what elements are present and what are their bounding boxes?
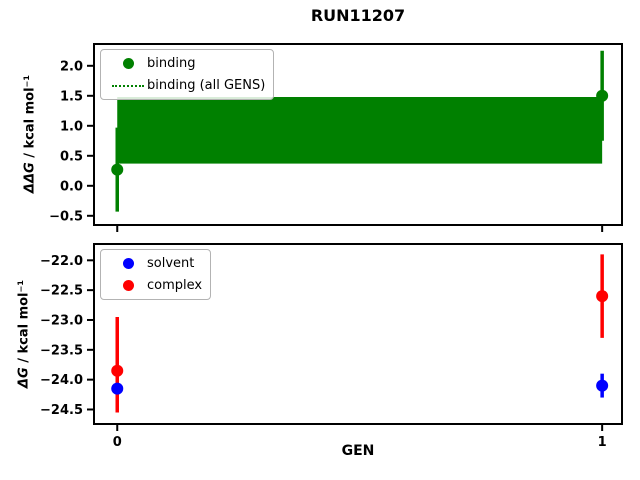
ytick-label: −22.0 <box>40 254 83 269</box>
xtick-label: 0 <box>113 435 122 450</box>
legend-label: solvent <box>147 256 195 271</box>
legend-label: binding <box>147 56 196 71</box>
dotted-line-icon <box>112 84 144 87</box>
all-gens-band <box>117 97 603 164</box>
binding-plot-legend: binding binding (all GENS) <box>100 49 275 100</box>
circle-marker-icon <box>122 258 134 269</box>
ytick-label: 0.5 <box>60 149 83 164</box>
ytick-label: −23.5 <box>40 343 83 358</box>
legend-label: complex <box>147 278 203 293</box>
legend-marker-col <box>109 58 147 69</box>
binding-point <box>111 163 124 176</box>
ytick-label: 1.0 <box>60 119 83 134</box>
legend-item-solvent: solvent <box>109 256 202 271</box>
ytick-label: 2.0 <box>60 59 83 74</box>
dg-plot-legend: solvent complex <box>100 249 212 300</box>
ytick-label: −24.5 <box>40 403 83 418</box>
legend-marker-col <box>109 280 147 291</box>
legend-marker-col <box>109 84 147 87</box>
ytick-label: 1.5 <box>60 89 83 104</box>
gen-axis-label: GEN <box>341 443 375 459</box>
dg-plot: −24.5 −24.0 −23.5 −23.0 −22.5 −22.0 0 1 <box>40 243 623 450</box>
ddg-axis-label: ΔΔG / kcal mol⁻¹ <box>23 75 38 193</box>
ytick-label: −22.5 <box>40 284 83 299</box>
dg-axis-label-math: ΔG <box>16 367 32 389</box>
ytick-label: −0.5 <box>49 209 83 224</box>
binding-point <box>596 89 609 102</box>
complex-point <box>596 290 609 303</box>
dg-axis-label-units: / kcal mol⁻¹ <box>16 279 32 368</box>
ytick-label: 0.0 <box>60 179 83 194</box>
circle-marker-icon <box>122 280 134 291</box>
ytick-label: −24.0 <box>40 373 83 388</box>
axes-spine <box>93 243 623 425</box>
legend-marker-col <box>109 258 147 269</box>
ytick-label: −23.0 <box>40 313 83 328</box>
xtick-label: 1 <box>598 435 607 450</box>
ddg-axis-label-units: / kcal mol⁻¹ <box>22 74 38 163</box>
ddg-axis-label-math: ΔΔG <box>22 162 38 194</box>
solvent-point <box>596 379 609 392</box>
figure-title: RUN11207 <box>310 6 406 25</box>
legend-item-binding: binding <box>109 56 265 71</box>
dg-axis-label: ΔG / kcal mol⁻¹ <box>17 280 32 388</box>
legend-label: binding (all GENS) <box>147 78 266 93</box>
legend-item-complex: complex <box>109 278 202 293</box>
complex-point <box>111 364 124 377</box>
legend-item-binding-all-gens: binding (all GENS) <box>109 78 265 93</box>
solvent-point <box>111 382 124 395</box>
binding-plot: −0.5 0.0 0.5 1.0 1.5 2.0 <box>49 43 623 232</box>
circle-marker-icon <box>122 58 134 69</box>
axes-spine <box>93 43 623 226</box>
